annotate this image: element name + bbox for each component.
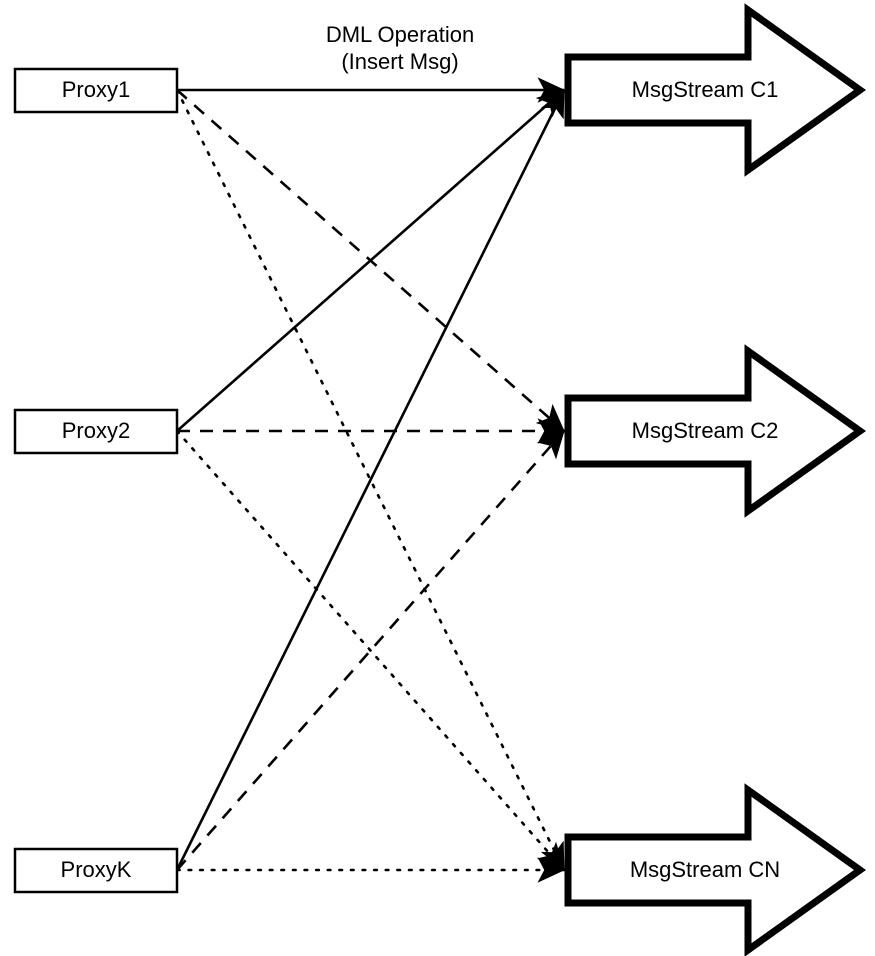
proxy-node-proxy2[interactable]: Proxy2 (13, 408, 179, 455)
stream-label: MsgStream C1 (632, 77, 779, 102)
edge-line (175, 429, 566, 872)
proxy-box[interactable] (13, 67, 179, 114)
edges-layer (175, 77, 566, 883)
edge-line (176, 430, 565, 871)
proxy-box[interactable] (13, 408, 179, 455)
edge-label-line1: DML Operation (326, 22, 474, 47)
edge-proxy2-to-stream_cn (175, 429, 566, 872)
stream-node-stream_c2[interactable]: MsgStream C2 (564, 344, 867, 518)
streams-layer: MsgStream C1 MsgStream C2 MsgStream CN (564, 3, 867, 956)
stream-arrow-shape[interactable] (564, 344, 867, 518)
edge-proxyk-to-stream_c2 (176, 430, 565, 871)
edge-proxyk-to-stream_c1 (175, 89, 566, 871)
edge-label-line2: (Insert Msg) (341, 49, 458, 74)
proxy-label: ProxyK (61, 857, 132, 882)
stream-arrow-shape[interactable] (564, 783, 867, 956)
stream-node-stream_cn[interactable]: MsgStream CN (564, 783, 867, 956)
proxy-box[interactable] (13, 847, 179, 894)
edge-line (176, 89, 565, 432)
stream-label: MsgStream C2 (632, 418, 779, 443)
proxy-node-proxyk[interactable]: ProxyK (13, 847, 179, 894)
stream-label: MsgStream CN (630, 857, 780, 882)
edge-line (175, 89, 566, 871)
stream-node-stream_c1[interactable]: MsgStream C1 (564, 3, 867, 177)
proxy-label: Proxy2 (62, 418, 130, 443)
proxy-label: Proxy1 (62, 77, 130, 102)
proxy-node-proxy1[interactable]: Proxy1 (13, 67, 179, 114)
edge-proxy2-to-stream_c1 (176, 89, 565, 432)
stream-arrow-shape[interactable] (564, 3, 867, 177)
